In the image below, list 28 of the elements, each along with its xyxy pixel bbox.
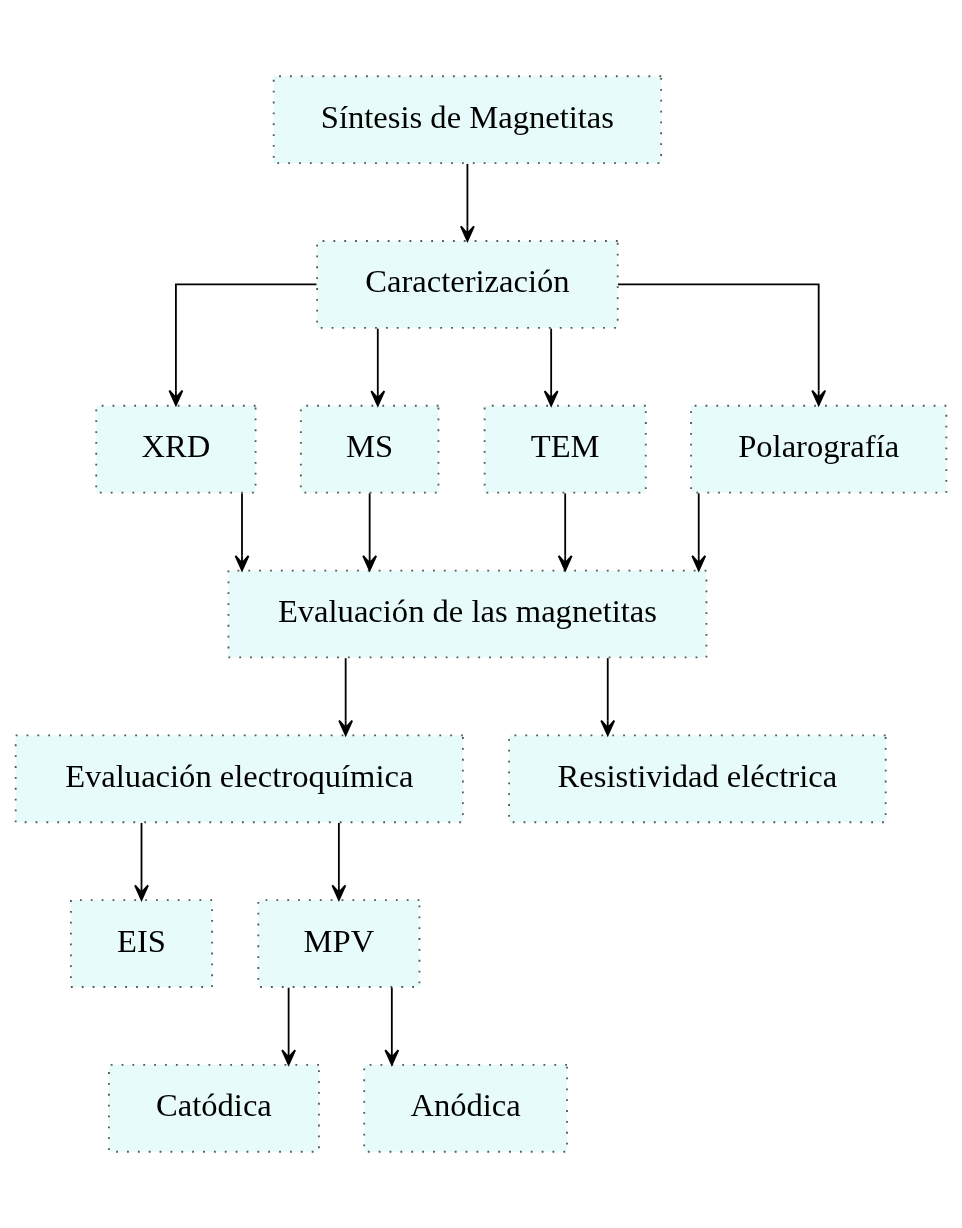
- node-box: Resistividad eléctrica: [508, 734, 887, 824]
- node-box: EIS: [70, 899, 214, 988]
- node-box: Síntesis de Magnetitas: [272, 75, 663, 165]
- node-box: Evaluación electroquímica: [14, 734, 464, 824]
- arrow: [331, 822, 347, 901]
- arrow: [460, 162, 475, 242]
- node-box: Anódica: [363, 1063, 568, 1153]
- arrow: [557, 492, 573, 572]
- arrow: [362, 492, 378, 572]
- arrow: [370, 327, 386, 407]
- node-box: MPV: [257, 899, 421, 988]
- arrow: [281, 986, 297, 1066]
- node-box: TEM: [483, 404, 647, 494]
- node-box: Catódica: [108, 1063, 320, 1153]
- arrow: [691, 492, 707, 572]
- arrow: [384, 986, 400, 1066]
- node-box: XRD: [95, 404, 257, 494]
- node-box: MS: [299, 404, 440, 494]
- arrow: [600, 657, 616, 736]
- arrow: [134, 822, 149, 901]
- node-box: Evaluación de las magnetitas: [227, 569, 708, 659]
- arrow: [234, 492, 250, 572]
- node-box: Polarografía: [690, 404, 948, 494]
- arrow: [338, 657, 354, 736]
- arrow: [168, 283, 318, 406]
- arrow: [617, 283, 827, 406]
- arrow: [543, 327, 559, 407]
- node-box: Caracterización: [316, 240, 619, 329]
